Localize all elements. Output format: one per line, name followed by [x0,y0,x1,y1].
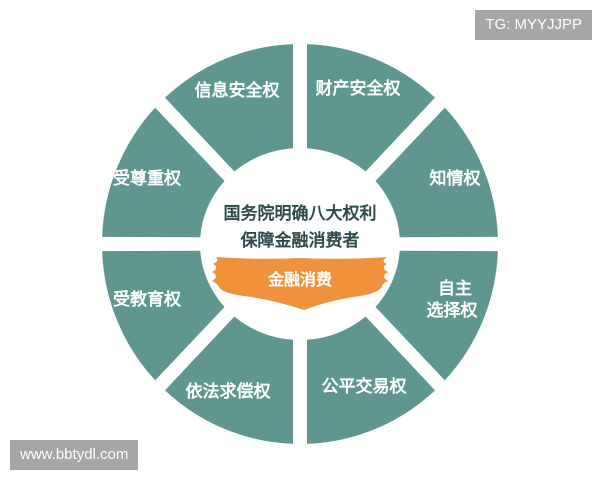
watermark-top-right: TG: MYYJJPP [475,10,592,40]
segment-label-compensation: 依法求偿权 [186,381,272,402]
segment-label-free-choice-line2: 选择权 [427,300,479,321]
banner-label: 金融消费 [267,270,332,289]
segment-label-property-security: 财产安全权 [315,78,402,99]
segment-label-information-security: 信息安全权 [195,80,281,101]
segment-information-security [165,44,294,172]
center-content: 国务院明确八大权利 保障金融消费者 金融消费 [212,203,388,310]
center-title-line2: 保障金融消费者 [240,230,360,251]
segment-property-security [306,44,435,172]
ring-segments [102,44,498,444]
segment-compensation [165,316,294,444]
segment-label-right-to-know: 知情权 [429,168,482,189]
segment-respect [102,107,225,238]
segment-label-education: 受教育权 [113,289,182,310]
banner-shape [212,257,388,310]
segment-education [102,250,225,381]
segment-right-to-know [375,107,498,238]
segment-label-free-choice-line1: 自主 [438,278,472,299]
segment-free-choice [375,250,498,381]
watermark-bottom-left: www.bbtydl.com [10,440,139,470]
segment-label-fair-trade: 公平交易权 [322,376,408,397]
segment-labels: 财产安全权 知情权 自主 选择权 公平交易权 依法求偿权 受教育权 受尊重权 信… [113,78,481,402]
segment-fair-trade [306,316,435,444]
center-title-line1: 国务院明确八大权利 [224,203,377,224]
segment-label-respect: 受尊重权 [113,168,182,189]
